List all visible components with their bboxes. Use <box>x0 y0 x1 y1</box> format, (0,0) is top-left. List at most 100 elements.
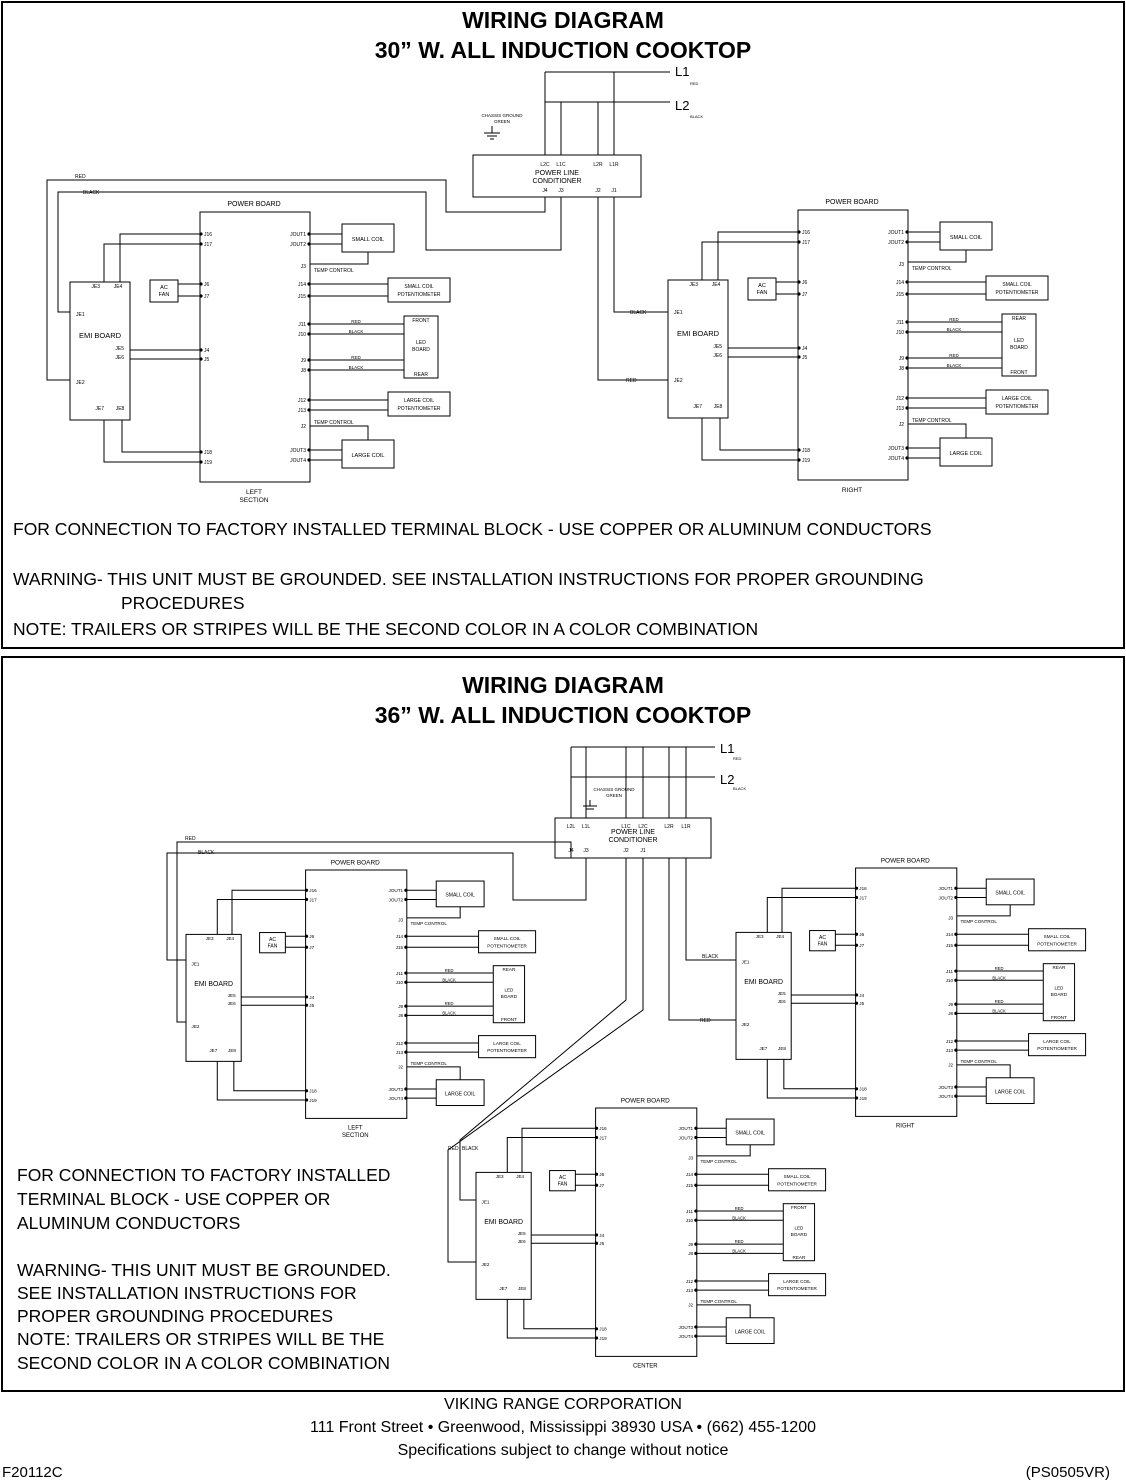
pin-label: JOUT2 <box>679 1135 694 1140</box>
pin-label: JE8 <box>518 1286 526 1291</box>
pin-label: J12 <box>686 1279 694 1284</box>
wire-temp <box>956 1064 1011 1080</box>
pin-label: J6 <box>204 282 210 288</box>
led-label: FRONT <box>1051 1015 1067 1020</box>
diagram-title: WIRING DIAGRAM <box>462 672 664 698</box>
large-coil <box>985 1077 1035 1105</box>
pot-label: POTENTIOMETER <box>995 404 1038 410</box>
pin-label: J3 <box>398 918 403 923</box>
wire-color-label: BLACK <box>198 850 215 856</box>
ac-fan <box>549 1170 576 1192</box>
led-board <box>1042 963 1076 1022</box>
pin-label: JE1 <box>674 310 683 316</box>
pin-label: J3 <box>558 188 564 194</box>
wire-color-label: BLACK <box>947 363 962 368</box>
wire-temp <box>310 252 369 265</box>
pin-label: JOUT3 <box>389 1087 404 1092</box>
pin-label: JE7 <box>693 404 702 410</box>
wire-je7 <box>701 418 799 461</box>
power-line-conditioner <box>554 817 712 859</box>
pin-label: J16 <box>859 886 867 891</box>
large-coil-label: LARGE COIL <box>949 451 982 457</box>
part-code: (PS0505VR) <box>1025 1464 1110 1481</box>
wire-black <box>166 852 587 961</box>
wire-color-label: RED <box>445 968 454 973</box>
wire-color-label: BLACK <box>442 977 456 982</box>
small-coil <box>939 221 993 251</box>
pot-label: POTENTIOMETER <box>397 406 440 412</box>
pin-label: JE7 <box>95 406 104 412</box>
section-caption: RIGHT <box>896 1123 915 1129</box>
pin-label: J2 <box>948 1063 953 1068</box>
pin-label: JE4 <box>712 282 721 288</box>
led-label: LED <box>504 987 514 992</box>
wire-temp <box>908 250 967 263</box>
wire-color-label: RED <box>995 999 1004 1004</box>
pin-label: JE8 <box>228 1048 236 1053</box>
pin-label: J8 <box>948 1011 953 1016</box>
wire-red <box>668 858 736 1021</box>
pin-label: J10 <box>896 330 904 336</box>
pin-label: JE8 <box>116 406 125 412</box>
pin-label: JE5 <box>228 993 236 998</box>
pin-label: L1R <box>681 824 691 830</box>
warning-note-3: PROPER GROUNDING PROCEDURES <box>17 1306 334 1326</box>
temp-control-label: TEMP CONTROL <box>314 420 354 426</box>
temp-control-label: TEMP CONTROL <box>410 1061 447 1066</box>
pot-label: POTENTIOMETER <box>397 292 440 298</box>
warning-note: WARNING- THIS UNIT MUST BE GROUNDED. SEE… <box>13 569 924 589</box>
pin-label: JE2 <box>76 380 85 386</box>
pin-label: J14 <box>946 932 954 937</box>
pin-label: JE6 <box>228 1001 236 1006</box>
pin-label: J5 <box>599 1241 604 1246</box>
diagram-subtitle: 36” W. ALL INDUCTION COOKTOP <box>374 702 752 728</box>
document-code: F20112C <box>2 1464 63 1481</box>
wire-color-label: RED <box>351 319 361 324</box>
small-coil-label: SMALL COIL <box>352 237 384 243</box>
pin-label: J2 <box>899 422 905 428</box>
pin-label: JOUT2 <box>939 895 954 900</box>
l1-label: L1 <box>720 741 734 756</box>
power-board-label: POWER BOARD <box>881 857 930 864</box>
led-label: BOARD <box>791 1232 808 1237</box>
pot-label: SMALL COIL <box>784 1174 811 1179</box>
pin-label: J18 <box>204 450 212 456</box>
pin-label: J8 <box>688 1251 693 1256</box>
pin-label: J19 <box>859 1096 867 1101</box>
pin-label: J9 <box>301 358 307 364</box>
led-label: LED <box>794 1225 804 1230</box>
pin-label: J4 <box>859 993 864 998</box>
pin-label: JE2 <box>674 378 683 384</box>
wire-color-label: BLACK <box>442 1010 456 1015</box>
large-coil <box>725 1317 775 1345</box>
ac-fan-label: FAN <box>757 290 768 296</box>
pin-label: JE8 <box>778 1046 786 1051</box>
wire-color-label: BLACK <box>992 975 1006 980</box>
pin-label: J18 <box>599 1327 607 1332</box>
pin-label: J15 <box>896 292 904 298</box>
wire-je3 <box>766 896 857 933</box>
pin-label: L2C <box>540 162 550 168</box>
wire-je3 <box>701 241 799 280</box>
power-board <box>305 869 408 1119</box>
wire-color-label: RED <box>949 353 959 358</box>
ac-fan-label: FAN <box>159 292 170 298</box>
wire-color-label: RED <box>445 1001 454 1006</box>
wire-temp <box>696 1144 751 1157</box>
pin-label: J18 <box>309 1089 317 1094</box>
large-coil-potentiometer <box>1028 1033 1087 1057</box>
wire-je8 <box>523 1299 597 1330</box>
pin-label: J2 <box>688 1303 693 1308</box>
large-coil-label: LARGE COIL <box>351 453 384 459</box>
ground-label: CHASSIS GROUND <box>481 113 523 118</box>
pin-label: J2 <box>595 188 601 194</box>
pin-label: J7 <box>859 943 864 948</box>
emi-board-label: EMI BOARD <box>744 979 783 986</box>
pin-label: J4 <box>204 348 210 354</box>
pin-label: JE7 <box>209 1048 217 1053</box>
pin-label: JE1 <box>742 960 750 965</box>
wire-temp <box>956 904 1011 917</box>
ac-fan-label: FAN <box>558 1181 568 1187</box>
temp-control-label: TEMP CONTROL <box>700 1299 737 1304</box>
